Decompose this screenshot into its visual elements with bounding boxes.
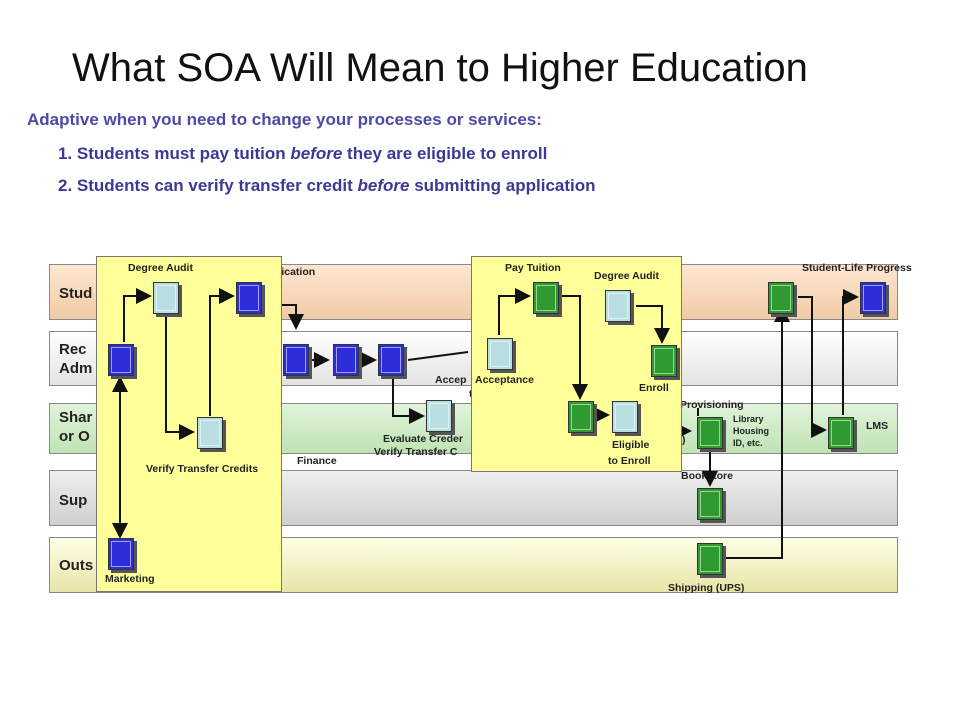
provisioning-label: Provisioning bbox=[680, 399, 744, 411]
degree-audit-box-left[interactable] bbox=[153, 282, 179, 314]
verify-transfer-partial-label: Verify Transfer C bbox=[374, 446, 458, 458]
acceptance-partial-label: Accep bbox=[435, 374, 467, 386]
acceptance-box[interactable] bbox=[487, 338, 513, 370]
verify-transfer-credits-label: Verify Transfer Credits bbox=[146, 463, 259, 475]
admissions-service-box-1[interactable] bbox=[283, 344, 309, 376]
pay-tuition-label: Pay Tuition bbox=[505, 262, 561, 274]
verify-transfer-credits-box[interactable] bbox=[197, 417, 223, 449]
student-life-progress-label: Student-Life Progress bbox=[802, 262, 912, 274]
tuition-paid-box[interactable] bbox=[568, 401, 594, 433]
lane-label: Stud bbox=[59, 285, 93, 302]
acceptance-partial-label-2: t bbox=[469, 388, 473, 401]
bookstore-box[interactable] bbox=[697, 488, 723, 520]
marketing-label: Marketing bbox=[105, 573, 155, 585]
degree-audit-label-right: Degree Audit bbox=[594, 270, 659, 282]
eligible-label-2: to Enroll bbox=[608, 455, 651, 467]
provisioning-box[interactable] bbox=[697, 417, 723, 449]
lane-label: Sup bbox=[59, 492, 88, 509]
slide-title: What SOA Will Mean to Higher Education bbox=[72, 46, 808, 90]
student-life-box[interactable] bbox=[768, 282, 794, 314]
marketing-box[interactable] bbox=[108, 538, 134, 570]
bullet-1: 1. Students must pay tuition before they… bbox=[58, 144, 548, 163]
evaluate-credentials-box[interactable] bbox=[426, 400, 452, 432]
degree-audit-label-left: Degree Audit bbox=[128, 262, 193, 274]
enroll-label: Enroll bbox=[639, 382, 669, 394]
lms-label: LMS bbox=[866, 420, 889, 432]
application-box[interactable] bbox=[236, 282, 262, 314]
acceptance-label: Acceptance bbox=[475, 374, 534, 386]
recruiting-box[interactable] bbox=[108, 344, 134, 376]
degree-audit-box-right[interactable] bbox=[605, 290, 631, 322]
bookstore-label: Bookstore bbox=[681, 470, 733, 482]
housing-label: Housing bbox=[733, 426, 769, 436]
pay-tuition-box[interactable] bbox=[533, 282, 559, 314]
library-label: Library bbox=[733, 414, 764, 424]
finance-label: Finance bbox=[297, 455, 337, 467]
enroll-box[interactable] bbox=[651, 345, 677, 377]
progress-box[interactable] bbox=[860, 282, 886, 314]
admissions-service-box-2[interactable] bbox=[333, 344, 359, 376]
application-label: plication bbox=[272, 266, 316, 278]
lane-label: Outs bbox=[59, 557, 94, 574]
bullet-2: 2. Students can verify transfer credit b… bbox=[58, 176, 596, 195]
shipping-box[interactable] bbox=[697, 543, 723, 575]
eligible-to-enroll-box[interactable] bbox=[612, 401, 638, 433]
shipping-label: Shipping (UPS) bbox=[668, 582, 745, 594]
paren-label: ) bbox=[682, 434, 686, 446]
eligible-label-1: Eligible bbox=[612, 439, 650, 451]
slide-subtitle: Adaptive when you need to change your pr… bbox=[27, 110, 542, 129]
admissions-service-box-3[interactable] bbox=[378, 344, 404, 376]
id-etc-label: ID, etc. bbox=[733, 438, 763, 448]
lms-box[interactable] bbox=[828, 417, 854, 449]
evaluate-credentials-label: Evaluate Creder bbox=[383, 433, 463, 445]
